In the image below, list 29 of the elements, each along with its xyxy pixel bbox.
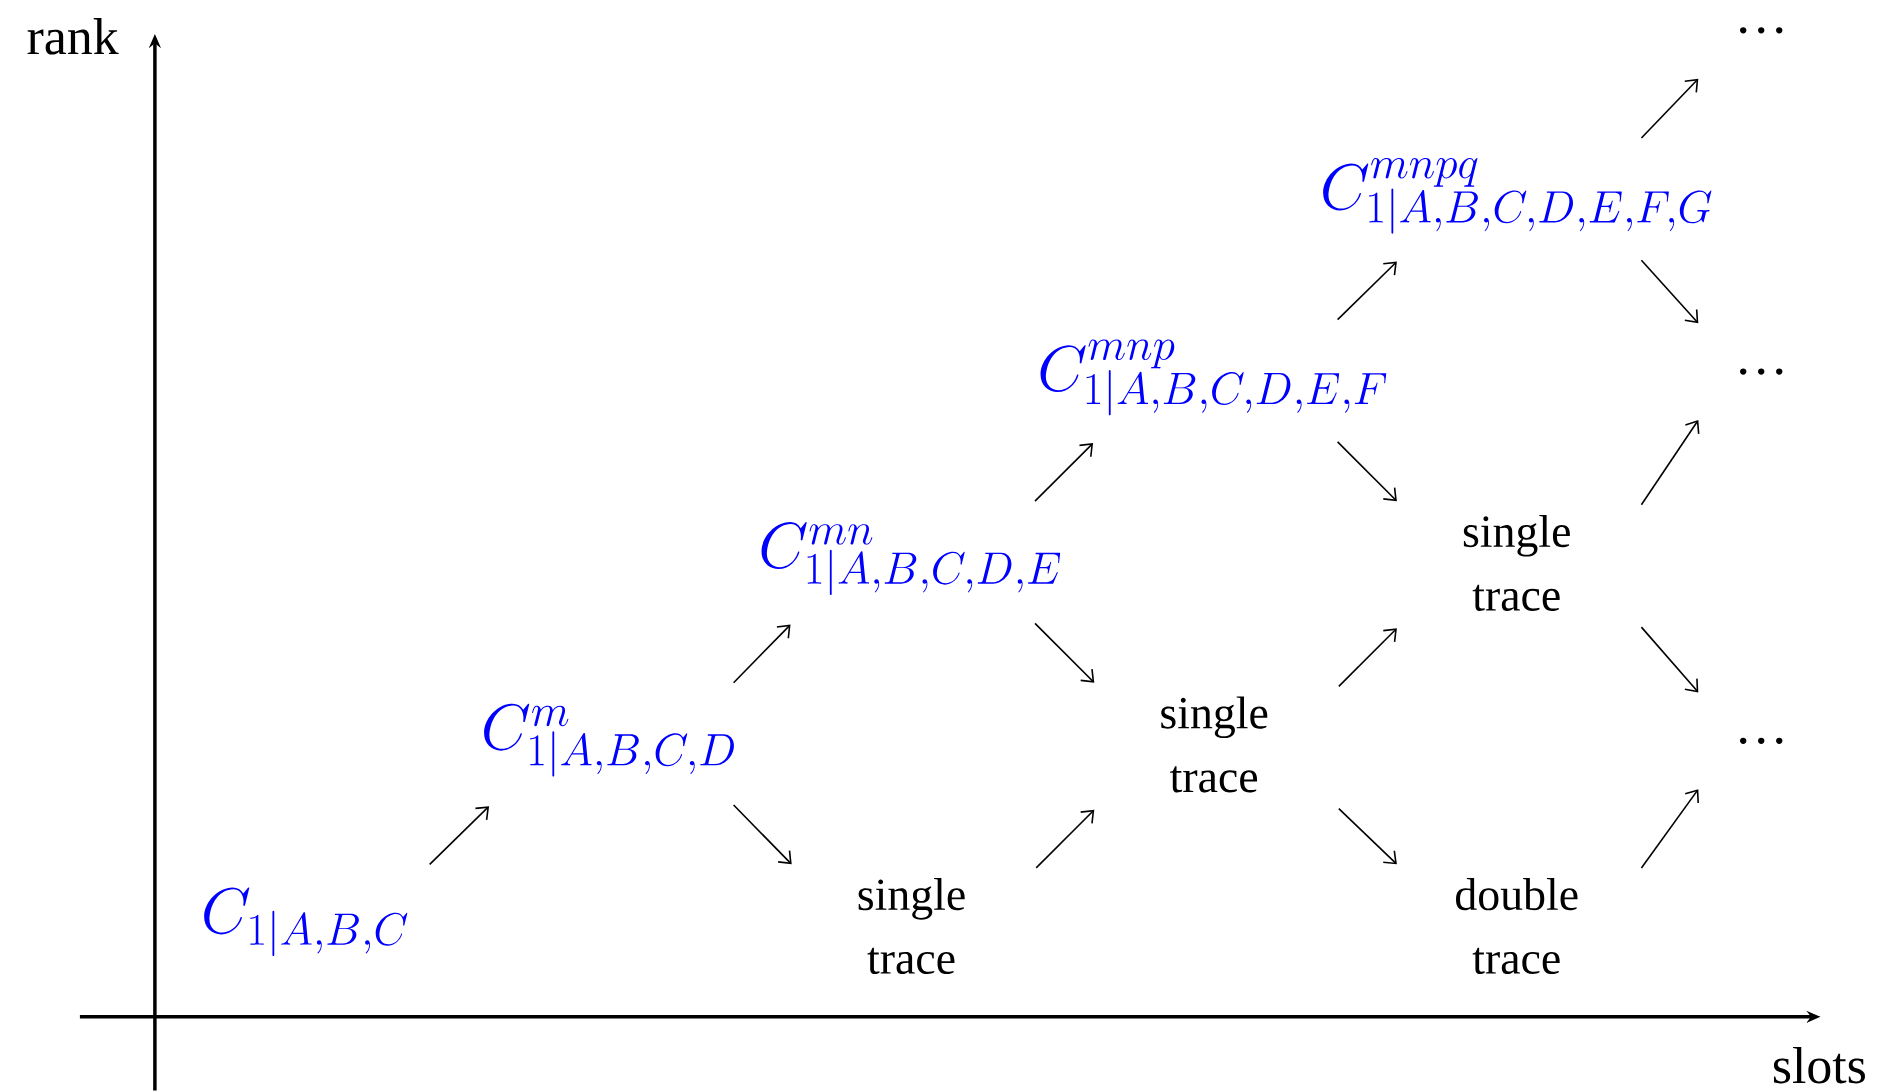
formula: $C^{m}_{1|A,B,C,D}$ <box>484 703 734 777</box>
arrow <box>1640 789 1699 869</box>
arrow <box>1640 626 1699 693</box>
axis-label: rank <box>27 18 119 55</box>
arrow <box>1035 809 1095 869</box>
arrow <box>1338 807 1397 865</box>
node-text: single trace <box>858 878 965 974</box>
ellipsis: … <box>1740 27 1783 34</box>
formula: $C^{mnpq}_{1|A,B,C,D,E,F,G}$ <box>1323 158 1712 234</box>
arrow <box>1336 261 1397 321</box>
arrow <box>1034 443 1094 502</box>
node-text: single trace <box>1161 696 1268 793</box>
arrow <box>1640 78 1699 139</box>
arrow <box>428 806 490 866</box>
arrow <box>1034 622 1095 683</box>
arrow <box>1640 420 1700 506</box>
formula: $C^{mn}_{1|A,B,C,D,E}$ <box>761 522 1061 595</box>
arrow <box>1640 259 1699 324</box>
arrow <box>732 804 792 865</box>
arrow <box>1338 628 1397 688</box>
arrow <box>732 624 791 684</box>
ellipsis: … <box>1740 368 1783 375</box>
node-text: single trace <box>1463 514 1570 611</box>
node-text: double trace <box>1456 878 1578 974</box>
formula: $C^{mnp}_{1|A,B,C,D,E,F}$ <box>1040 339 1387 416</box>
ellipsis: … <box>1740 737 1783 744</box>
arrow <box>1336 441 1397 502</box>
axis-label: slots <box>1773 1047 1865 1084</box>
formula: $C_{1|A,B,C}$ <box>204 887 408 957</box>
